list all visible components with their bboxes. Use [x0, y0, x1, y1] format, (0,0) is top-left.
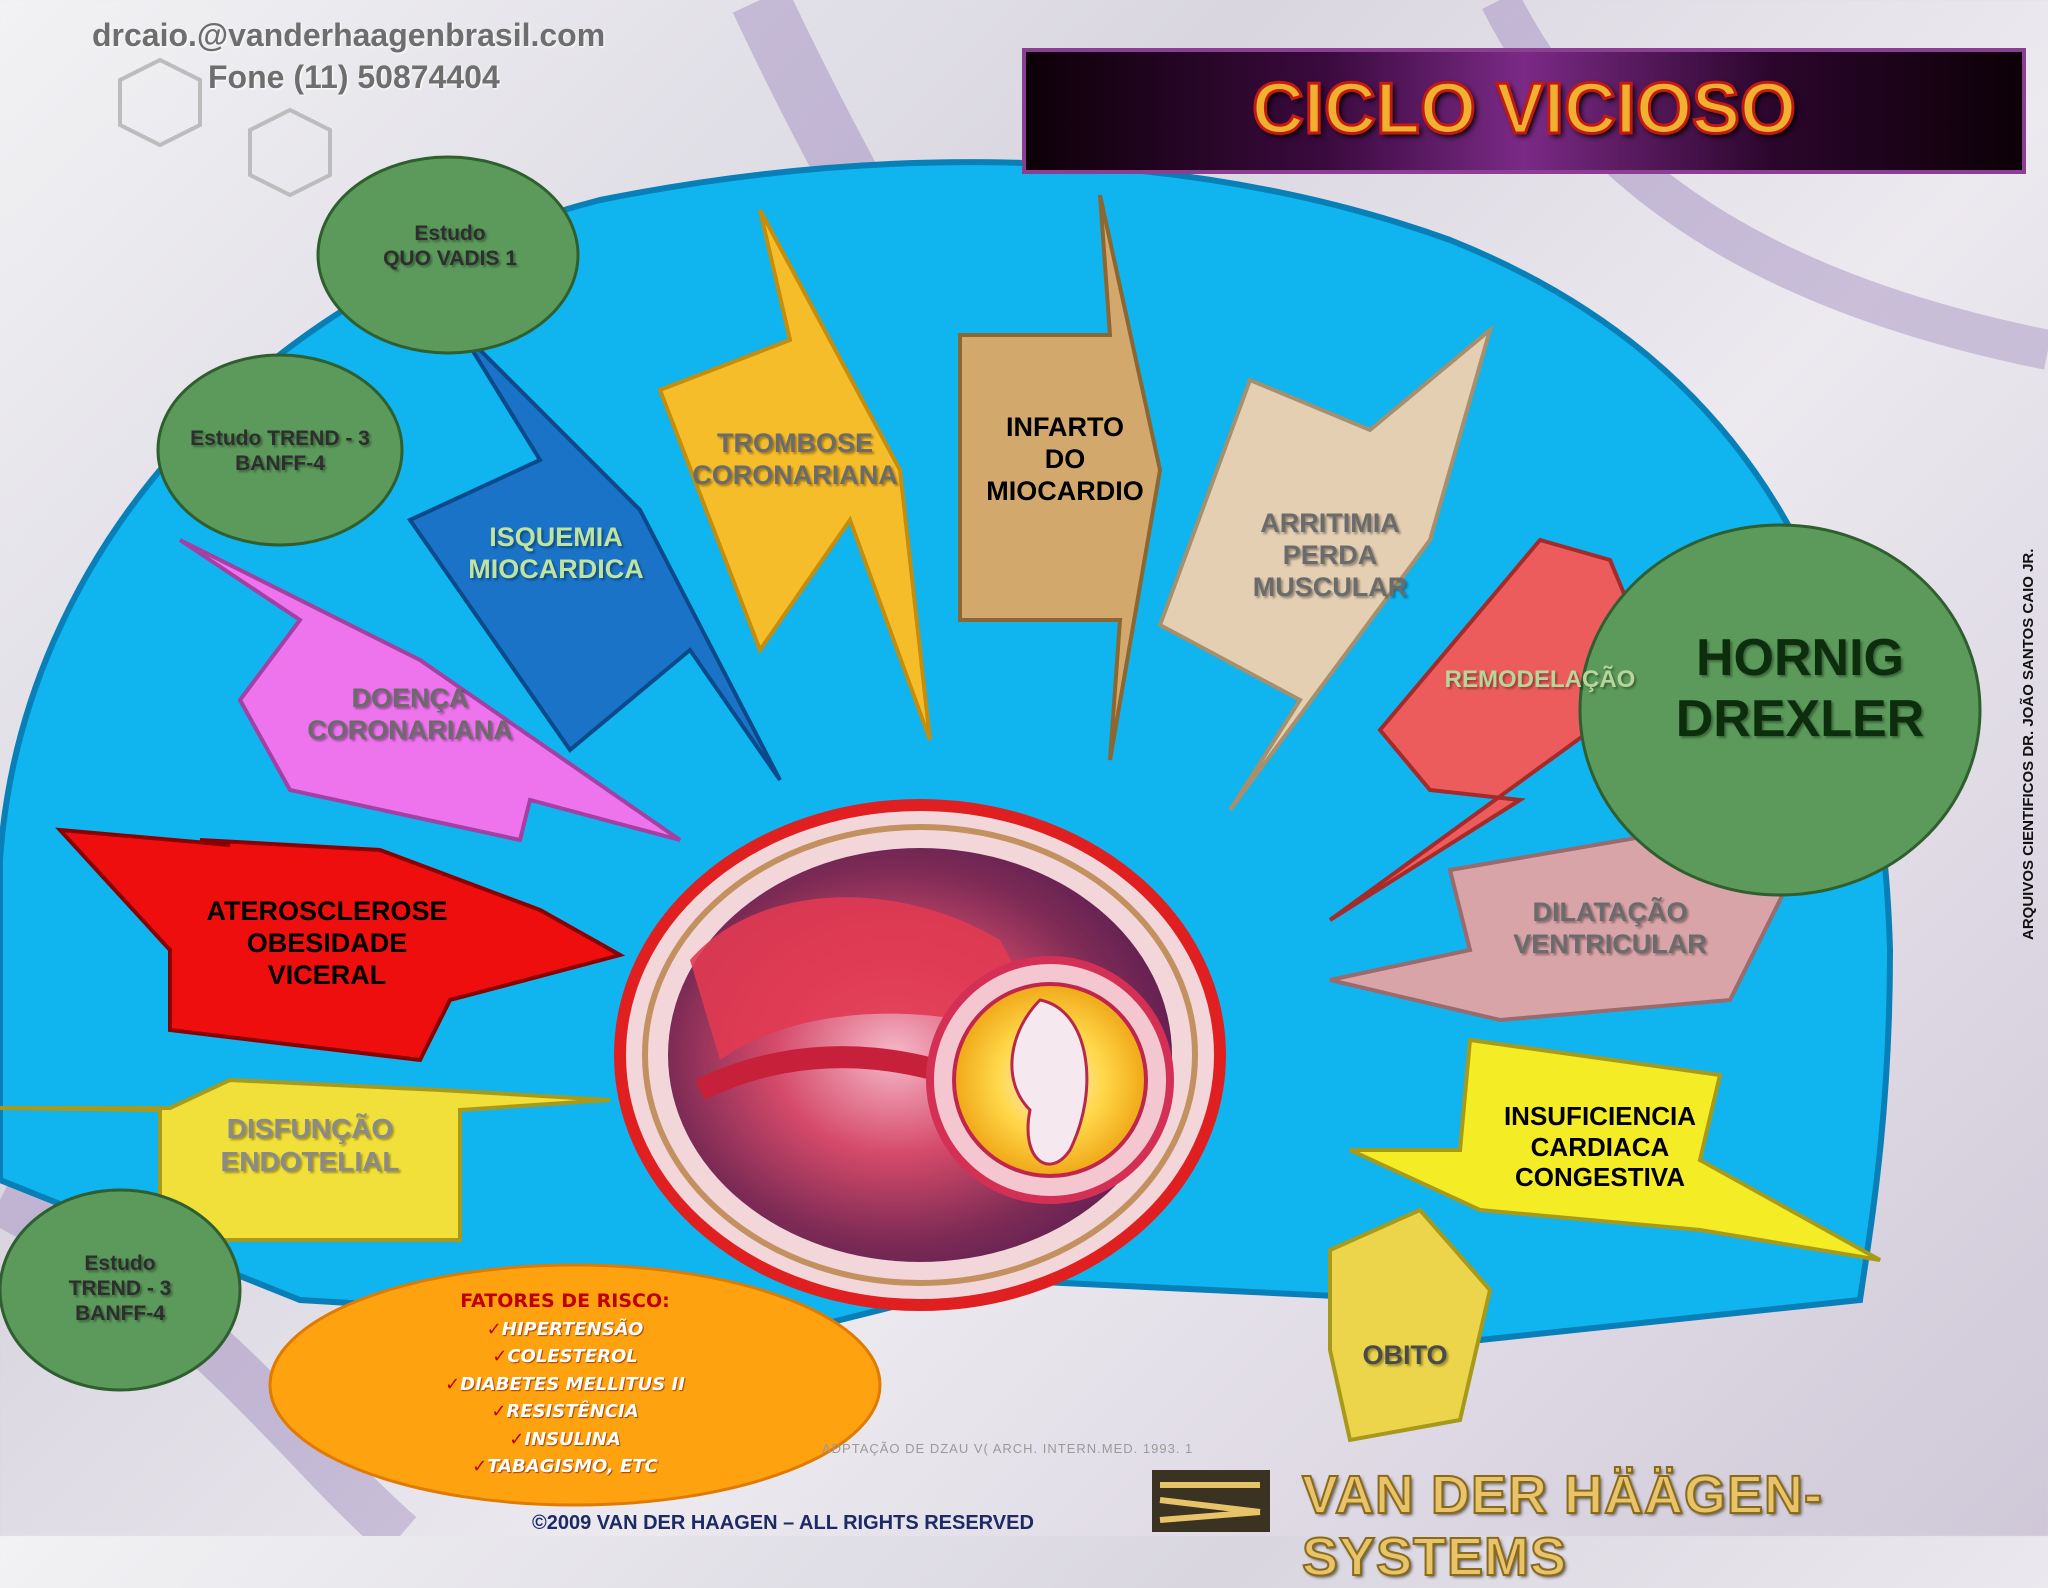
hornig-drexler-label: HORNIG DREXLER [1675, 629, 1925, 749]
risk-item: ✓TABAGISMO, ETC [472, 1456, 658, 1477]
risk-item: ✓COLESTEROL [492, 1346, 638, 1367]
diagram-canvas [0, 0, 2048, 1536]
study-circles [0, 155, 1982, 1392]
risk-factors-list: FATORES DE RISCO: ✓HIPERTENSÃO ✓COLESTER… [310, 1288, 820, 1481]
quo-vadis-label: Estudo QUO VADIS 1 [383, 222, 517, 270]
adaptation-credit: ADPTAÇÃO DE DZAU V( ARCH. INTERN.MED. 19… [822, 1441, 1194, 1456]
trend-bottom-label: Estudo TREND - 3 BANFF-4 [68, 1252, 172, 1325]
trend-bottom-circle [0, 1188, 242, 1392]
insuficiencia-label: INSUFICIENCIA CARDIACA CONGESTIVA [1503, 1101, 1697, 1193]
stage-shapes [0, 194, 1881, 1443]
brand-name: VAN DER HÄÄGEN-SYSTEMS [1301, 1464, 1824, 1588]
risk-item: ✓DIABETES MELLITUS II [445, 1373, 685, 1395]
infarto-arrow [958, 194, 1163, 761]
aterosclerose-label: ATEROSCLEROSE OBESIDADE VICERAL [206, 896, 448, 990]
risk-factors-ellipse [268, 1263, 882, 1507]
isquemia-label: ISQUEMIA MIOCARDICA [468, 522, 644, 584]
check-icon: ✓ [445, 1373, 461, 1395]
check-icon: ✓ [486, 1318, 502, 1340]
quo-vadis-circle [316, 155, 580, 355]
risk-factors-heading: FATORES DE RISCO: [460, 1290, 670, 1312]
risk-item: ✓HIPERTENSÃO [486, 1318, 644, 1340]
title-banner: CICLO VICIOSO [1022, 48, 2026, 174]
aterosclerose-arrow [55, 827, 626, 1063]
page-title: CICLO VICIOSO [1250, 68, 1797, 151]
copyright: ©2009 VAN DER HAAGEN – ALL RIGHTS RESERV… [532, 1512, 1034, 1534]
doenca-label: DOENÇA CORONARIANA [307, 683, 513, 745]
disfuncao-arrow [0, 1077, 611, 1242]
infarto-label: INFARTO DO MIOCARDIO [986, 412, 1144, 506]
check-icon: ✓ [472, 1456, 488, 1477]
contact-info: drcaio.@vanderhaagenbrasil.com Fone (11)… [92, 14, 605, 98]
arritimia-label: ARRITIMIA PERDA MUSCULAR [1252, 508, 1408, 602]
risk-item: ✓RESISTÊNCIA [491, 1401, 639, 1422]
contact-phone: Fone (11) 50874404 [208, 59, 500, 95]
check-icon: ✓ [491, 1401, 507, 1422]
side-credit: ARQUIVOS CIENTIFICOS DR. JOÃO SANTOS CAI… [2020, 548, 2037, 940]
remodelacao-label: REMODELAÇÃO [1444, 666, 1636, 693]
trombose-arrow [657, 209, 932, 741]
trend-top-circle [156, 353, 404, 547]
check-icon: ✓ [509, 1428, 525, 1450]
disfuncao-label: DISFUNÇÃO ENDOTELIAL [220, 1113, 400, 1178]
hornig-drexler-circle [1578, 523, 1982, 897]
doenca-arrow [178, 538, 682, 843]
trombose-label: TROMBOSE CORONARIANA [692, 428, 898, 490]
dilatacao-label: DILATAÇÃO VENTRICULAR [1513, 897, 1707, 959]
contact-email: drcaio.@vanderhaagenbrasil.com [92, 17, 606, 53]
trend-top-label: Estudo TREND - 3 BANFF-4 [190, 427, 370, 475]
check-icon: ✓ [492, 1346, 508, 1367]
obito-label: OBITO [1362, 1340, 1448, 1370]
vessel-illustration [614, 799, 1226, 1311]
brand-logo [1152, 1470, 1270, 1532]
risk-item: ✓INSULINA [509, 1428, 621, 1450]
arritimia-arrow [1157, 324, 1494, 812]
obito-arrow [1328, 1207, 1493, 1443]
insuficiencia-arrow [1349, 1037, 1881, 1262]
isquemia-arrow [406, 328, 782, 782]
